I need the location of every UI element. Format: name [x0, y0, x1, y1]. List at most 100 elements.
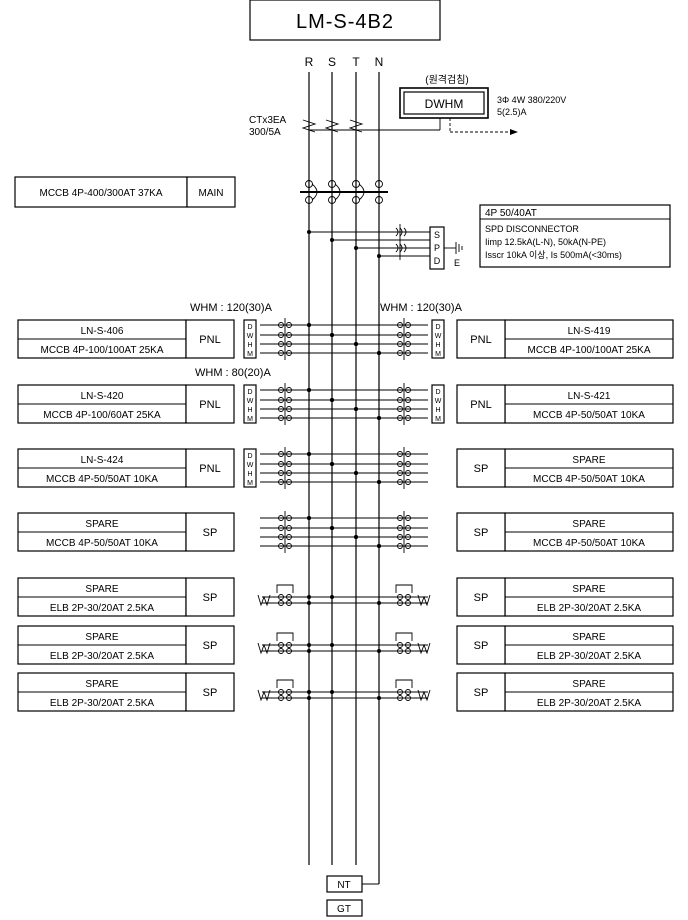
feeder-name: SPARE	[572, 584, 605, 595]
elb-breaker-icon	[276, 632, 294, 654]
dwhm-letter: H	[435, 407, 440, 414]
whm-label-right-1: WHM : 120(30)A	[380, 302, 463, 314]
phase-n-label: N	[375, 55, 384, 69]
feeder-name: SPARE	[572, 455, 605, 466]
main-breaker-icon	[300, 180, 388, 204]
dwhm-letter: W	[247, 398, 254, 405]
feeder-tag: PNL	[199, 399, 220, 411]
spd-letter-p: P	[434, 243, 440, 253]
spd-letter-s: S	[434, 230, 440, 240]
feeder-tag: SP	[474, 687, 489, 699]
feeder-name: SPARE	[85, 584, 118, 595]
spd-disconnector: SPD DISCONNECTOR	[485, 224, 579, 234]
feeder-tag: SP	[474, 640, 489, 652]
dwhm-letter: M	[247, 416, 253, 423]
feeder-name: LN-S-420	[81, 391, 124, 402]
feeder-name: SPARE	[572, 519, 605, 530]
feeder-name: LN-S-424	[81, 455, 124, 466]
elb-breaker-icon	[395, 632, 413, 654]
mccb-breaker-icon	[397, 383, 411, 425]
dwhm-letter: D	[435, 324, 440, 331]
feeder-tag: SP	[203, 640, 218, 652]
feeder-tag: PNL	[199, 463, 220, 475]
bus-bars	[308, 72, 380, 884]
dwhm-letter: H	[247, 342, 252, 349]
feeder-tag: PNL	[199, 334, 220, 346]
dwhm-letter: H	[247, 471, 252, 478]
dwhm-letter: M	[247, 351, 253, 358]
ct-group: CTx3EA 300/5A	[249, 115, 364, 138]
zct-icon	[417, 689, 431, 702]
feeder-name: SPARE	[85, 632, 118, 643]
dwhm-letter: W	[247, 333, 254, 340]
feeder-name: LN-S-406	[81, 326, 124, 337]
spd-ground-label: E	[454, 258, 460, 268]
feeder-tag: SP	[203, 527, 218, 539]
feeder-breaker-rating: ELB 2P-30/20AT 2.5KA	[537, 603, 641, 614]
right-feeder-3: SPARE MCCB 4P-50/50AT 10KA SP	[307, 447, 674, 489]
feeder-breaker-rating: MCCB 4P-100/60AT 25KA	[43, 410, 161, 421]
mccb-breaker-icon	[278, 318, 292, 360]
dwhm-meter-icon	[243, 319, 257, 359]
mccb-breaker-icon	[397, 318, 411, 360]
dwhm-meter-icon	[243, 448, 257, 488]
ct-label-1: CTx3EA	[249, 115, 287, 126]
ct-r-icon	[301, 119, 317, 133]
terminals: NT GT	[326, 875, 379, 917]
dwhm-letter: D	[247, 324, 252, 331]
elb-breaker-icon	[276, 679, 294, 701]
elb-breaker-icon	[395, 679, 413, 701]
feeder-tag: PNL	[470, 334, 491, 346]
feeder-tag: SP	[474, 592, 489, 604]
whm-label-left-2: WHM : 80(20)A	[195, 367, 271, 379]
remote-meter-group: (원격검침) DWHM 3Φ 4W 380/220V 5(2.5)A	[309, 73, 566, 135]
main-breaker-group: MCCB 4P-400/300AT 37KA MAIN	[14, 176, 388, 208]
spd-rating: 4P 50/40AT	[485, 208, 537, 219]
panel-title-box: LM-S-4B2	[249, 0, 441, 41]
right-feeder-5: SPARE ELB 2P-30/20AT 2.5KA SP	[330, 577, 674, 617]
zct-icon	[257, 594, 271, 607]
zct-icon	[257, 642, 271, 655]
feeder-breaker-rating: ELB 2P-30/20AT 2.5KA	[537, 698, 641, 709]
remote-meter-spec-2: 5(2.5)A	[497, 107, 527, 117]
feeder-tag: SP	[203, 592, 218, 604]
remote-meter-label: DWHM	[425, 97, 464, 111]
feeder-breaker-rating: MCCB 4P-100/100AT 25KA	[40, 345, 163, 356]
ground-terminal: GT	[337, 904, 351, 915]
dwhm-letter: W	[435, 398, 442, 405]
spd-iimp: Iimp 12.5kA(L-N), 50kA(N-PE)	[485, 237, 606, 247]
whm-label-left-1: WHM : 120(30)A	[190, 302, 273, 314]
spd-letter-d: D	[434, 256, 441, 266]
feeder-name: SPARE	[572, 679, 605, 690]
ct-s-icon	[324, 119, 340, 133]
mccb-breaker-icon	[278, 447, 292, 489]
feeder-tag: SP	[203, 687, 218, 699]
mccb-breaker-icon	[278, 511, 292, 553]
dwhm-letter: D	[247, 453, 252, 460]
dwhm-letter: M	[247, 480, 253, 487]
phase-r-label: R	[305, 55, 314, 69]
phase-s-label: S	[328, 55, 336, 69]
dwhm-meter-icon	[431, 384, 445, 424]
feeder-breaker-rating: MCCB 4P-50/50AT 10KA	[533, 474, 645, 485]
feeder-name: LN-S-421	[568, 391, 611, 402]
feeder-tag: SP	[474, 463, 489, 475]
feeder-name: SPARE	[85, 519, 118, 530]
neutral-terminal: NT	[337, 880, 350, 891]
elb-breaker-icon	[395, 584, 413, 606]
elb-breaker-icon	[276, 584, 294, 606]
mccb-breaker-icon	[278, 383, 292, 425]
feeder-name: LN-S-419	[568, 326, 611, 337]
zct-icon	[257, 689, 271, 702]
feeder-breaker-rating: MCCB 4P-50/50AT 10KA	[533, 410, 645, 421]
feeder-breaker-rating: ELB 2P-30/20AT 2.5KA	[50, 698, 154, 709]
